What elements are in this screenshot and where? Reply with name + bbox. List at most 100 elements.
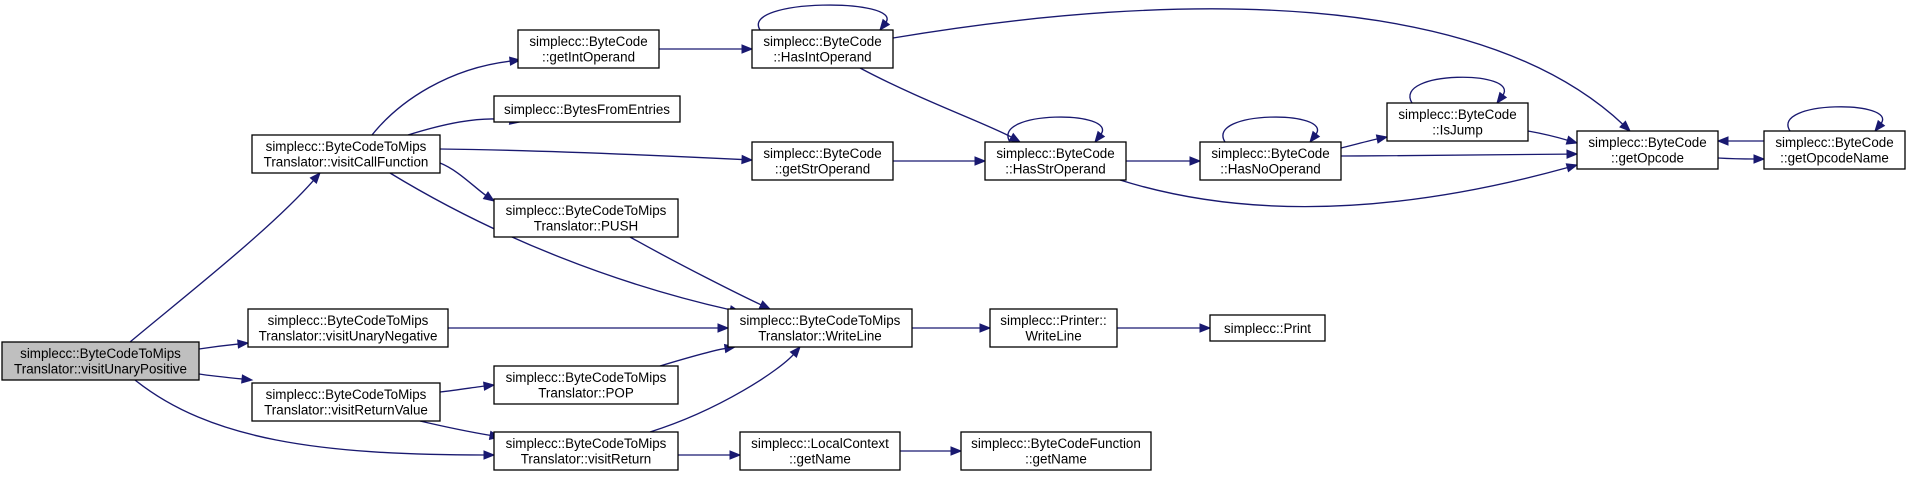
edge-getOpcodeName-to-getOpcodeName [1787,106,1884,132]
node-HasIntOperand[interactable]: simplecc::ByteCode::HasIntOperand [751,29,894,69]
arrowhead-HasIntOperand-to-HasStrOperand [1008,132,1022,143]
edge-IsJump-to-IsJump [1409,76,1506,104]
node-visitReturnValue[interactable]: simplecc::ByteCodeToMipsTranslator::visi… [251,382,441,422]
arrowhead-visitReturn-to-LocalContextGetName [729,450,742,460]
arrowhead-getOpcodeName-to-getOpcodeName [1874,119,1886,133]
node-label-line: simplecc::ByteCodeToMips [266,387,427,402]
node-label-line: simplecc::ByteCodeToMips [506,370,667,385]
arrowhead-getOpcode-to-getOpcodeName [1753,154,1766,164]
arrowhead-visitUnaryPositive-to-visitUnaryNegative [237,339,250,349]
node-label-line: simplecc::ByteCodeToMips [266,139,427,154]
node-label-line: ::HasStrOperand [1005,162,1105,177]
node-LocalContextGetName[interactable]: simplecc::LocalContext::getName [739,431,901,471]
edge-visitReturn-to-WriteLineT [649,353,795,433]
arrowhead-visitUnaryPositive-to-visitReturn [483,450,496,460]
node-label-line: Translator::visitReturnValue [264,403,428,418]
node-label-line: Translator::visitUnaryPositive [14,362,187,377]
nodes-layer: simplecc::ByteCodeToMipsTranslator::visi… [1,29,1906,471]
node-label-line: simplecc::ByteCode [1211,146,1329,161]
node-label-line: simplecc::Print [1224,321,1311,336]
edge-visitReturnValue-to-visitReturn [419,420,492,437]
node-getIntOperand[interactable]: simplecc::ByteCode::getIntOperand [517,29,660,69]
node-HasNoOperand[interactable]: simplecc::ByteCode::HasNoOperand [1199,141,1342,181]
node-HasStrOperand[interactable]: simplecc::ByteCode::HasStrOperand [984,141,1127,181]
node-Print[interactable]: simplecc::Print [1209,314,1326,342]
node-label-line: simplecc::Printer:: [1000,313,1106,328]
node-box [751,141,894,181]
edge-visitCallFunction-to-getIntOperand [371,60,512,136]
node-label-line: simplecc::ByteCodeFunction [971,436,1141,451]
node-label-line: Translator::visitReturn [521,452,651,467]
node-box [751,29,894,69]
node-label-line: Translator::visitCallFunction [264,155,429,170]
node-label-line: simplecc::ByteCode [763,34,881,49]
node-BytesFromEntries[interactable]: simplecc::BytesFromEntries [493,95,681,123]
node-box [493,365,679,405]
node-label-line: ::getOpcode [1611,151,1684,166]
edge-HasIntOperand-to-HasIntOperand [757,4,888,31]
arrowhead-visitUnaryPositive-to-visitReturnValue [241,374,254,384]
node-visitReturn[interactable]: simplecc::ByteCodeToMipsTranslator::visi… [493,431,679,471]
node-box [1386,102,1529,142]
edge-visitUnaryPositive-to-visitReturnValue [198,373,244,380]
arrowhead-HasStrOperand-to-HasStrOperand [1094,130,1106,144]
arrowhead-getIntOperand-to-HasIntOperand [741,44,754,54]
node-label-line: Translator::visitUnaryNegative [259,329,438,344]
node-label-line: simplecc::ByteCode [1775,135,1893,150]
node-label-line: ::getName [789,452,851,467]
node-label-line: ::HasIntOperand [773,50,871,65]
edge-HasNoOperand-to-HasNoOperand [1222,116,1319,143]
node-label-line: simplecc::ByteCodeToMips [20,346,181,361]
node-box [1,341,200,381]
arrowhead-HasIntOperand-to-HasIntOperand [879,18,891,32]
edge-visitUnaryPositive-to-visitCallFunction [129,179,315,343]
node-label-line: ::IsJump [1432,123,1483,138]
node-label-line: simplecc::ByteCodeToMips [268,313,429,328]
edge-getOpcode-to-getOpcodeName [1717,157,1756,160]
node-label-line: Translator::POP [538,386,634,401]
edge-HasIntOperand-to-HasStrOperand [859,67,1013,139]
node-getOpcode[interactable]: simplecc::ByteCode::getOpcode [1576,130,1719,170]
arrowhead-WriteLineT-to-PrinterWriteLine [979,323,992,333]
edge-visitCallFunction-to-WriteLineT [389,172,732,311]
node-label-line: Translator::PUSH [534,219,638,234]
arrowhead-visitUnaryNegative-to-WriteLineT [717,323,730,333]
edge-HasNoOperand-to-IsJump [1340,138,1379,149]
node-label-line: simplecc::ByteCodeToMips [740,313,901,328]
node-label-line: WriteLine [1025,329,1081,344]
node-box [739,431,901,471]
edge-HasIntOperand-to-getOpcode [892,8,1624,126]
node-visitUnaryNegative[interactable]: simplecc::ByteCodeToMipsTranslator::visi… [247,308,449,348]
edge-visitCallFunction-to-PUSH [439,162,487,197]
node-IsJump[interactable]: simplecc::ByteCode::IsJump [1386,102,1529,142]
arrowhead-IsJump-to-IsJump [1496,91,1508,105]
node-visitCallFunction[interactable]: simplecc::ByteCodeToMipsTranslator::visi… [251,134,441,174]
node-label-line: simplecc::LocalContext [751,436,889,451]
arrowhead-visitCallFunction-to-PUSH [482,191,496,202]
node-visitUnaryPositive[interactable]: simplecc::ByteCodeToMipsTranslator::visi… [1,341,200,381]
node-WriteLineT[interactable]: simplecc::ByteCodeToMipsTranslator::Writ… [727,308,913,348]
node-box [989,308,1118,348]
node-label-line: ::getIntOperand [542,50,635,65]
node-box [960,431,1152,471]
node-box [1763,130,1906,170]
arrowhead-getStrOperand-to-HasStrOperand [974,156,987,166]
node-ByteCodeFunctionGetName[interactable]: simplecc::ByteCodeFunction::getName [960,431,1152,471]
arrowhead-LocalContextGetName-to-ByteCodeFunctionGetName [950,446,963,456]
edge-visitUnaryPositive-to-visitUnaryNegative [198,343,240,350]
node-box [984,141,1127,181]
node-label-line: ::getOpcodeName [1780,151,1889,166]
edge-visitReturnValue-to-POP [439,385,486,393]
arrowhead-HasNoOperand-to-HasNoOperand [1309,130,1321,144]
node-getStrOperand[interactable]: simplecc::ByteCode::getStrOperand [751,141,894,181]
node-box [251,134,441,174]
arrowhead-getOpcodeName-to-getOpcode [1716,136,1729,146]
node-label-line: simplecc::ByteCode [1398,107,1516,122]
arrowhead-PUSH-to-WriteLineT [758,300,772,310]
edge-IsJump-to-getOpcode [1527,130,1569,142]
node-PrinterWriteLine[interactable]: simplecc::Printer::WriteLine [989,308,1118,348]
node-getOpcodeName[interactable]: simplecc::ByteCode::getOpcodeName [1763,130,1906,170]
